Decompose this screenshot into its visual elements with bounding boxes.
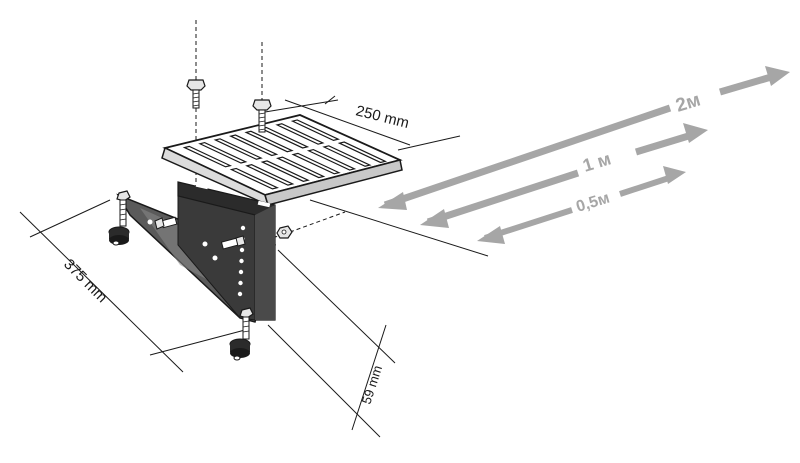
grating-slot	[337, 141, 388, 164]
dimension-label-length: 375 mm	[60, 256, 110, 306]
grating-slot	[322, 145, 372, 167]
grating-slot	[275, 123, 325, 145]
bracket-hole	[212, 255, 218, 261]
bracket-hole	[239, 258, 244, 264]
hex-bolt-icon	[154, 216, 178, 230]
hex-bolt-icon	[252, 99, 272, 133]
grating-slot	[182, 145, 233, 168]
distance-arrow-2m: 2м	[378, 66, 790, 210]
hex-bolt-icon	[220, 235, 246, 250]
bracket-hole	[238, 269, 244, 275]
distance-label-1m: 1 м	[580, 148, 613, 175]
grating-slot	[229, 167, 280, 190]
grating-slot	[275, 156, 326, 179]
bracket-hole	[238, 280, 243, 286]
grating-slot	[290, 119, 341, 142]
grating-slot	[260, 160, 310, 182]
grating-slot	[306, 148, 357, 171]
bracket-hole	[237, 291, 243, 297]
distance-label-2m: 2м	[673, 89, 703, 116]
adjustable-foot-icon	[229, 307, 254, 361]
bracket-hole	[202, 241, 208, 247]
adjustable-foot-icon	[108, 190, 131, 246]
grating-slot	[198, 141, 248, 164]
bracket-hole	[147, 219, 153, 225]
grating-slot	[244, 130, 294, 153]
grating-slot	[228, 134, 279, 157]
dimension-label-height: 59 mm	[359, 364, 386, 406]
grating-slot	[291, 152, 341, 175]
grating-plate	[161, 114, 403, 207]
bracket-hole	[239, 247, 245, 253]
grating-slot	[245, 164, 295, 186]
bracket-hole	[240, 225, 246, 231]
hex-nut-icon	[276, 225, 293, 239]
mounting-bracket	[116, 181, 276, 323]
hex-bolt-icon	[186, 79, 206, 109]
dimension-lines	[19, 95, 489, 438]
grating-slot	[213, 138, 263, 160]
distance-arrow-0-5m: 0,5м	[477, 166, 686, 244]
distance-label-0-5m: 0,5м	[574, 190, 612, 216]
